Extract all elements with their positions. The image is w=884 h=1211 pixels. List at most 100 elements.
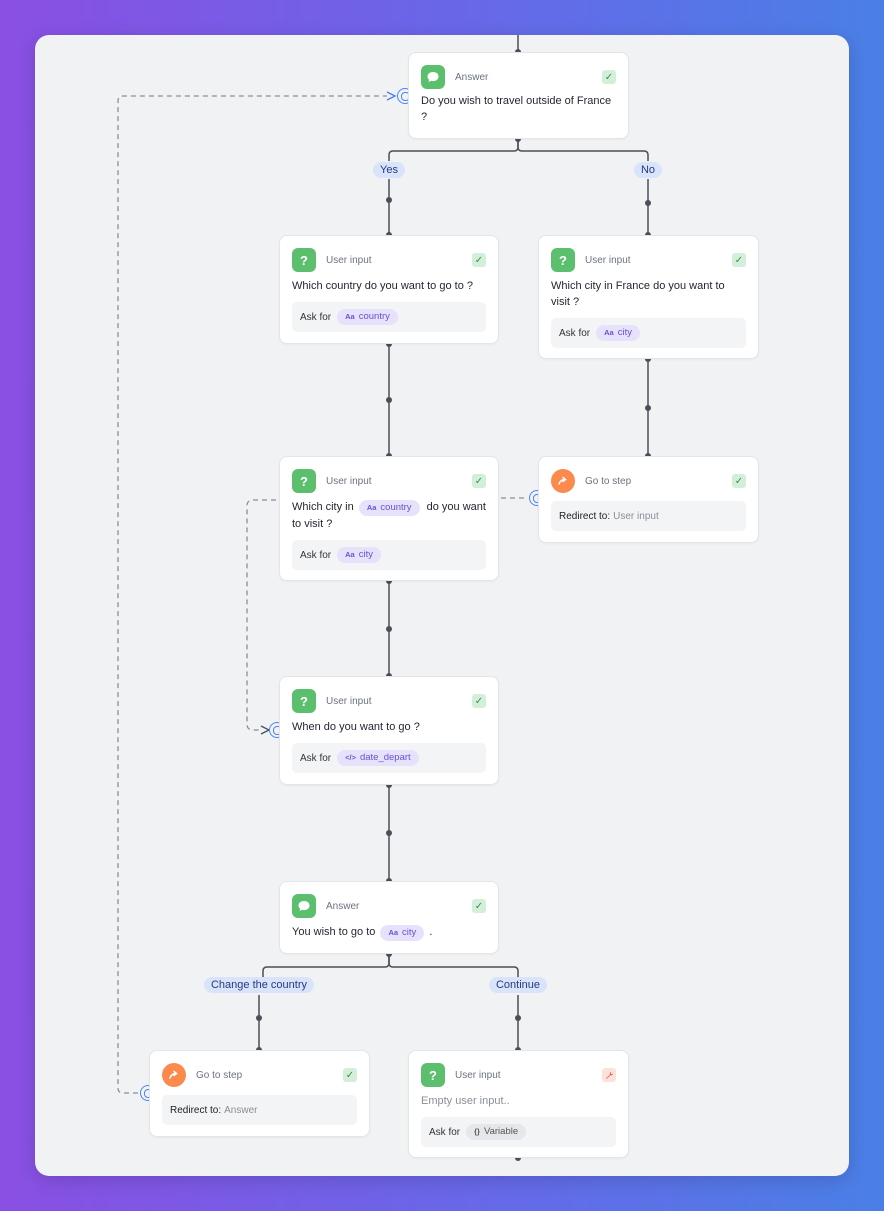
speech-bubble-icon [421,65,445,89]
answer-node-travel[interactable]: Answer ✓ Do you wish to travel outside o… [408,52,629,139]
connector-dot[interactable] [256,1015,262,1021]
ask-for-label: Ask for [300,752,332,764]
check-icon: ✓ [732,253,746,267]
check-icon: ✓ [472,474,486,488]
branch-no[interactable]: No [633,162,663,178]
node-type-label: User input [326,475,372,487]
redirect-arrow-icon [551,469,575,493]
user-input-node-country[interactable]: ? User input ✓ Which country do you want… [279,235,499,344]
check-icon: ✓ [602,70,616,84]
connector-dot[interactable] [515,1015,521,1021]
code-type-icon: </> [345,753,356,762]
node-text: Do you wish to travel outside of France … [421,95,612,123]
check-icon: ✓ [472,253,486,267]
connector-dot[interactable] [515,136,521,142]
node-type-label: Go to step [585,475,632,487]
go-to-step-node-user-input[interactable]: Go to step ✓ Redirect to:User input [538,456,759,543]
node-text: Which city in France do you want to visi… [551,280,725,308]
redirect-arrow-icon [162,1063,186,1087]
node-type-label: Answer [326,900,360,912]
node-text-after: do you want to visit ? [292,501,486,530]
ask-for-label: Ask for [559,327,591,339]
connector-dot[interactable] [386,951,392,957]
text-type-icon: Aa [604,328,614,337]
connector-dot[interactable] [645,356,651,362]
ask-for-label: Ask for [300,549,332,561]
connectors [117,35,649,1094]
variable-name: city [402,927,417,938]
redirect-box[interactable]: Redirect to:User input [551,501,746,531]
flow-canvas: Yes No Change the country Continue Answe… [35,35,849,1176]
speech-bubble-icon [292,894,316,918]
question-mark-icon: ? [292,469,316,493]
redirect-target: Answer [224,1104,258,1116]
redirect-label: Redirect to: [559,510,611,522]
node-type-label: Go to step [196,1069,243,1081]
variable-chip[interactable]: {}Variable [466,1124,527,1140]
redirect-box[interactable]: Redirect to:Answer [162,1095,357,1125]
variable-name: country [358,311,390,322]
redirect-label: Redirect to: [170,1104,222,1116]
question-mark-icon: ? [551,248,575,272]
question-mark-icon: ? [421,1063,445,1087]
connector-dot[interactable] [386,397,392,403]
wrench-icon [602,1068,616,1082]
ask-for-label: Ask for [429,1126,461,1138]
ask-for-box[interactable]: Ask for </>date_depart [292,743,486,773]
variable-name: country [380,502,412,513]
text-type-icon: Aa [388,928,399,937]
variable-name: city [358,549,373,560]
node-text-before: You wish to go to [292,926,376,938]
connector-dot[interactable] [515,1155,521,1161]
node-type-label: User input [326,695,372,707]
braces-icon: {} [474,1127,480,1136]
check-icon: ✓ [732,474,746,488]
check-icon: ✓ [343,1068,357,1082]
check-icon: ✓ [472,899,486,913]
connector-dot[interactable] [386,626,392,632]
node-text: Which country do you want to go to ? [292,280,473,292]
variable-name: date_depart [359,752,411,763]
connector-dot[interactable] [386,830,392,836]
question-mark-icon: ? [292,689,316,713]
user-input-node-city-france[interactable]: ? User input ✓ Which city in France do y… [538,235,759,359]
connector-dot[interactable] [645,200,651,206]
connector-dot[interactable] [386,341,392,347]
text-type-icon: Aa [345,312,355,321]
text-type-icon: Aa [345,550,355,559]
variable-name: city [617,327,632,338]
node-type-label: User input [585,254,631,266]
node-text-before: Which city in [292,501,354,513]
connector-dot[interactable] [645,405,651,411]
connector-dot[interactable] [386,197,392,203]
node-text-after: . [429,926,433,938]
user-input-node-date[interactable]: ? User input ✓ When do you want to go ? … [279,676,499,785]
user-input-node-empty[interactable]: ? User input Empty user input.. Ask for … [408,1050,629,1158]
variable-chip[interactable]: </>date_depart [337,750,419,766]
variable-name: Variable [483,1126,519,1137]
branch-yes[interactable]: Yes [373,162,405,178]
ask-for-label: Ask for [300,311,332,323]
node-type-label: Answer [455,71,489,83]
text-type-icon: Aa [366,503,377,512]
go-to-step-node-answer[interactable]: Go to step ✓ Redirect to:Answer [149,1050,370,1137]
connector-dot[interactable] [386,578,392,584]
branch-continue[interactable]: Continue [488,977,548,993]
node-type-label: User input [326,254,372,266]
node-type-label: User input [455,1069,501,1081]
ask-for-box[interactable]: Ask for {}Variable [421,1117,616,1147]
node-text: When do you want to go ? [292,721,420,733]
branch-change-country[interactable]: Change the country [203,977,315,993]
connector-dot[interactable] [386,782,392,788]
